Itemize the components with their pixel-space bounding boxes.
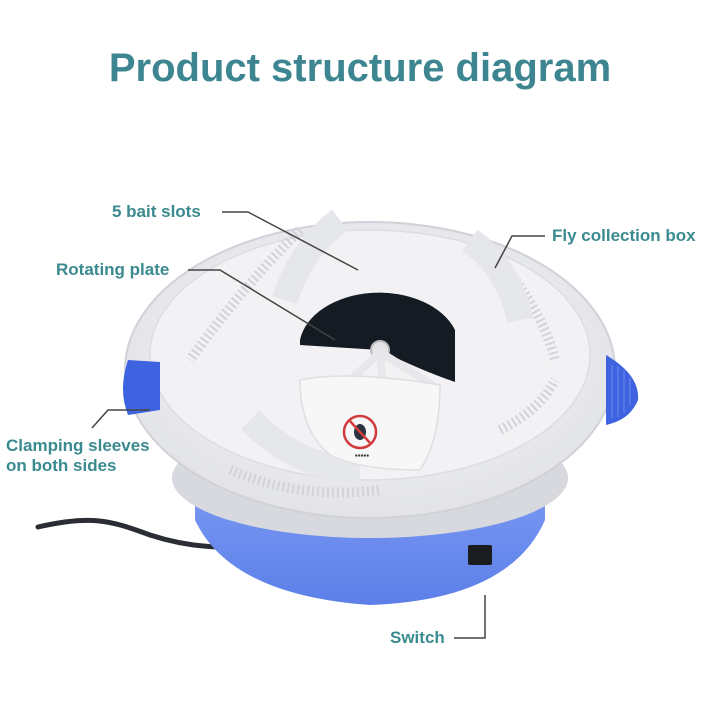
clamp-left: [123, 360, 160, 415]
label-rotating-plate: Rotating plate: [56, 260, 170, 279]
page-title: Product structure diagram: [108, 46, 612, 90]
rocker-switch: [468, 545, 492, 565]
label-clamping-line1: Clamping sleeves: [6, 436, 150, 455]
svg-text:▪▪▪▪▪: ▪▪▪▪▪: [355, 451, 369, 460]
rotating-disc: [300, 292, 455, 382]
label-clamping-line2: on both sides: [6, 456, 117, 475]
label-clamping-sleeves: Clamping sleeves on both sides: [6, 436, 150, 476]
spiral-vanes: [185, 226, 560, 498]
leader-lines: [91, 211, 545, 639]
label-fly-collection-box: Fly collection box: [552, 226, 696, 245]
no-fly-icon: [342, 414, 378, 450]
clamp-right: [606, 355, 639, 425]
label-switch: Switch: [390, 628, 445, 647]
label-bait-slots: 5 bait slots: [112, 202, 201, 221]
front-panel: [299, 375, 441, 471]
